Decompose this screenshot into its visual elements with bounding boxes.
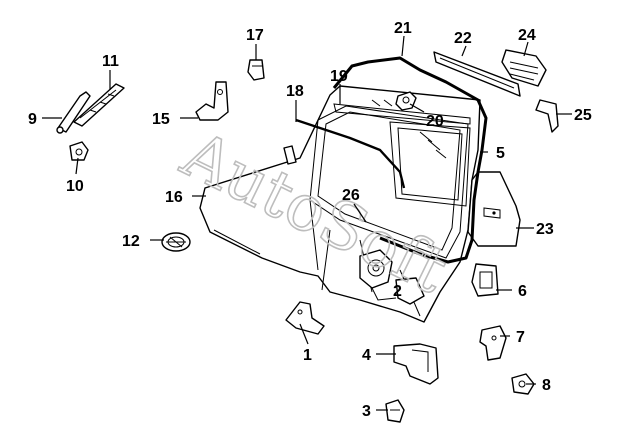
- striker-1-part: [285, 301, 325, 335]
- hinge-20-part: [395, 91, 417, 111]
- callout-5: 5: [496, 145, 505, 162]
- lock-mechanism-part: [359, 249, 425, 305]
- callout-19: 19: [330, 68, 348, 85]
- callout-8: 8: [542, 377, 551, 394]
- callout-4: 4: [362, 347, 371, 364]
- callout-17: 17: [246, 27, 264, 44]
- roof-spoiler-strip: [433, 51, 521, 97]
- callout-10: 10: [66, 178, 84, 195]
- wiper-arm-part: [56, 91, 91, 134]
- clip-17-part: [247, 59, 265, 81]
- callout-23: 23: [536, 221, 554, 238]
- callout-25: 25: [574, 107, 592, 124]
- callout-21: 21: [394, 20, 412, 37]
- glass-hatching: [371, 99, 447, 159]
- callout-6: 6: [518, 283, 527, 300]
- callout-18: 18: [286, 83, 304, 100]
- callout-3: 3: [362, 403, 371, 420]
- callout-24: 24: [518, 27, 536, 44]
- upper-moulding-strip: [295, 118, 406, 189]
- latch-8-part: [511, 373, 535, 395]
- cap-12-part: [161, 232, 191, 252]
- wiper-blade-part: [73, 83, 125, 127]
- callout-12: 12: [122, 233, 140, 250]
- callout-16: 16: [165, 189, 183, 206]
- callout-15: 15: [152, 111, 170, 128]
- callout-labels: 1 2 3 4 5 6 7 8 9 10 11 12 15 16 17 18 1…: [28, 20, 592, 420]
- callout-2: 2: [393, 283, 402, 300]
- callout-7: 7: [516, 329, 525, 346]
- callout-11: 11: [102, 53, 119, 70]
- small-bracket-part: [283, 145, 297, 165]
- callout-20: 20: [426, 113, 444, 130]
- callout-22: 22: [454, 30, 472, 47]
- handle-4-part: [393, 343, 439, 385]
- actuator-6-part: [471, 263, 499, 297]
- bracket-25-part: [535, 99, 559, 133]
- wiper-pivot-part: [69, 141, 89, 161]
- bracket-7-part: [479, 325, 507, 361]
- callout-1: 1: [303, 347, 312, 364]
- hinge-15-part: [195, 81, 229, 121]
- door-weatherstrip: [332, 56, 488, 264]
- side-trim-panel: [467, 171, 521, 247]
- leader-lines: [42, 35, 572, 411]
- bumper-3-part: [385, 399, 405, 423]
- callout-26: 26: [342, 187, 360, 204]
- callout-9: 9: [28, 111, 37, 128]
- handle-cover-pad: [501, 49, 547, 87]
